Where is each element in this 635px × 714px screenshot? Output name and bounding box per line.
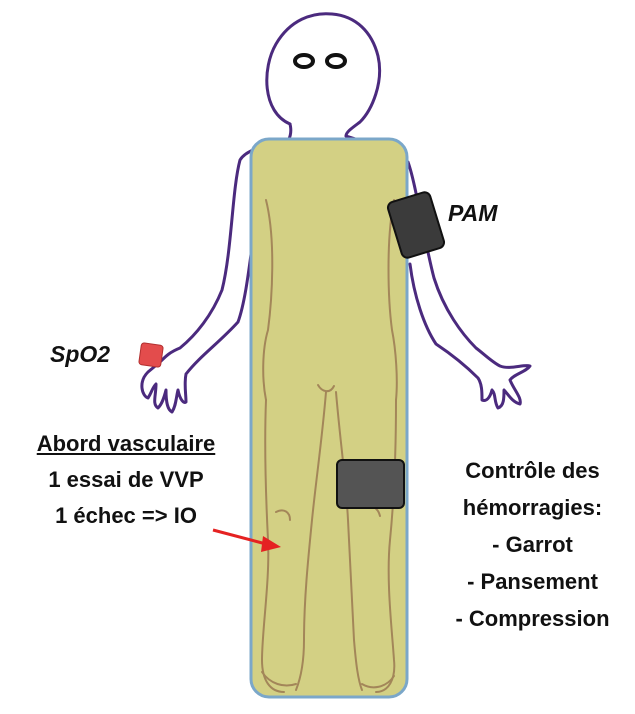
hemorrhage-title-line-1: Contrôle des: [430, 452, 635, 489]
tourniquet-pad: [337, 460, 404, 508]
spo2-sensor: [139, 343, 164, 368]
measure-tourniquet: - Garrot: [430, 526, 635, 563]
vascular-access-note: Abord vasculaire 1 essai de VVP 1 échec …: [8, 426, 244, 534]
body-blanket: [251, 139, 407, 697]
hemorrhage-title-line-2: hémorragies:: [430, 489, 635, 526]
spo2-label: SpO2: [50, 341, 110, 368]
hemorrhage-measures-list: - Garrot - Pansement - Compression: [430, 526, 635, 637]
left-eye: [295, 55, 313, 67]
hemorrhage-control-note: Contrôle des hémorragies: - Garrot - Pan…: [430, 452, 635, 637]
vvp-attempt-line: 1 essai de VVP: [8, 462, 244, 498]
right-eye: [327, 55, 345, 67]
measure-compression: - Compression: [430, 600, 635, 637]
io-failure-line: 1 échec => IO: [8, 498, 244, 534]
pam-label: PAM: [448, 200, 497, 227]
head-outline: [267, 14, 380, 136]
vascular-access-title: Abord vasculaire: [8, 426, 244, 462]
measure-dressing: - Pansement: [430, 563, 635, 600]
